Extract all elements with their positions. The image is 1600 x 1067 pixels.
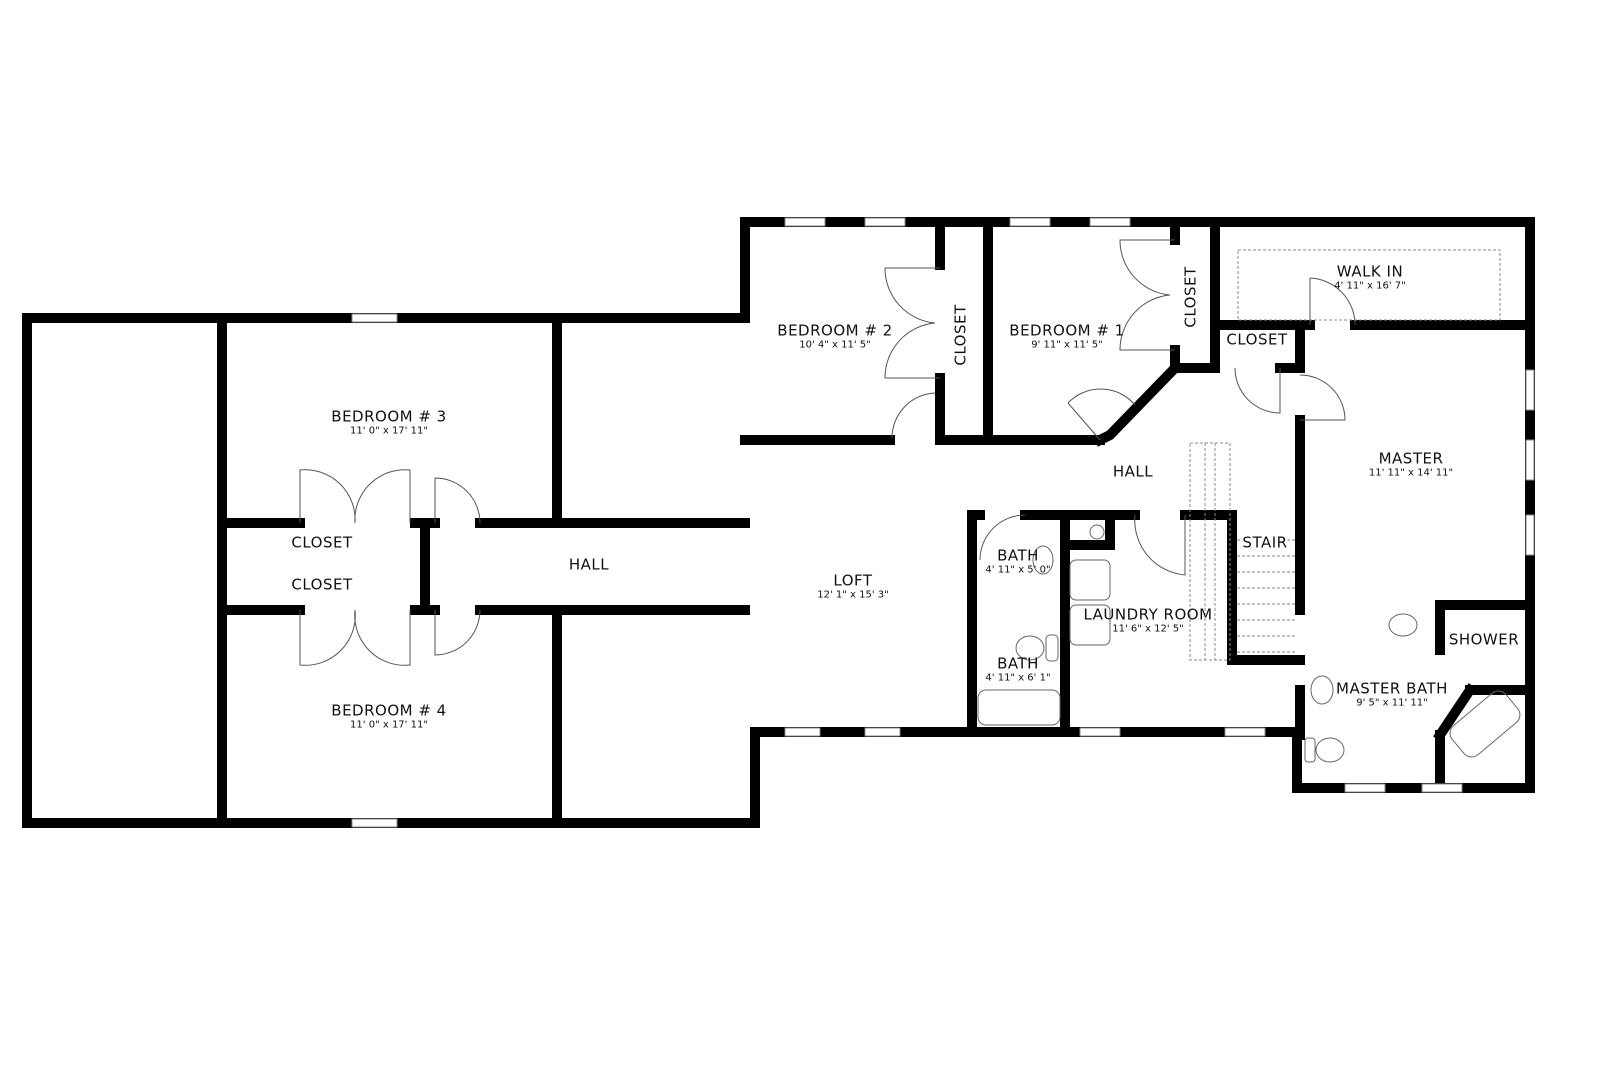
room-name: LAUNDRY ROOM xyxy=(1083,605,1213,624)
room-name: BATH xyxy=(997,654,1039,673)
room-dims: 9' 5" x 11' 11" xyxy=(1356,697,1428,709)
sink-icon xyxy=(1388,613,1418,637)
room-dims: 10' 4" x 11' 5" xyxy=(799,339,871,351)
room-dims: 4' 11" x 6' 1" xyxy=(985,672,1051,684)
room-dims: 12' 1" x 15' 3" xyxy=(817,589,889,601)
toilet-icon xyxy=(1315,737,1345,763)
room-name: BEDROOM # 1 xyxy=(1009,321,1125,340)
room-hall: HALL xyxy=(568,555,610,574)
corner-tub-icon xyxy=(1449,690,1521,758)
room-dims: 4' 11" x 5' 0" xyxy=(985,564,1051,576)
room-name: BEDROOM # 4 xyxy=(331,701,447,720)
doors xyxy=(299,239,1356,666)
room-name: BEDROOM # 2 xyxy=(777,321,893,340)
room-name: BEDROOM # 3 xyxy=(331,407,447,426)
room-dims: 11' 11" x 14' 11" xyxy=(1368,467,1454,479)
room-name: WALK IN xyxy=(1336,262,1404,281)
room-closet: CLOSET xyxy=(291,575,353,594)
room-closet: CLOSET xyxy=(951,304,970,366)
room-name: MASTER BATH xyxy=(1336,679,1448,698)
room-closet: CLOSET xyxy=(1181,266,1200,328)
sink-icon xyxy=(1032,545,1054,575)
dryer-icon xyxy=(1069,604,1111,646)
fixtures xyxy=(977,524,1521,763)
room-dims: 11' 0" x 17' 11" xyxy=(350,719,428,731)
room-name: LOFT xyxy=(833,571,873,590)
washer-icon xyxy=(1069,559,1111,601)
sink-icon xyxy=(1310,675,1334,705)
room-name: BATH xyxy=(997,546,1039,565)
room-stair: STAIR xyxy=(1242,533,1288,552)
bathtub-icon xyxy=(977,689,1061,726)
windows xyxy=(351,217,1535,828)
room-shower: SHOWER xyxy=(1448,630,1520,649)
room-dims: 4' 11" x 16' 7" xyxy=(1334,280,1406,292)
room-hall: HALL xyxy=(1112,462,1154,481)
room-dims: 11' 0" x 17' 11" xyxy=(350,425,428,437)
water-heater-icon xyxy=(1089,524,1105,540)
room-dims: 11' 6" x 12' 5" xyxy=(1112,623,1184,635)
stairs xyxy=(1189,249,1501,661)
room-name: MASTER xyxy=(1378,449,1444,468)
toilet-icon xyxy=(1015,635,1045,661)
walls xyxy=(22,217,1535,828)
room-closet: CLOSET xyxy=(1226,330,1288,349)
room-closet: CLOSET xyxy=(291,533,353,552)
room-dims: 9' 11" x 11' 5" xyxy=(1031,339,1103,351)
